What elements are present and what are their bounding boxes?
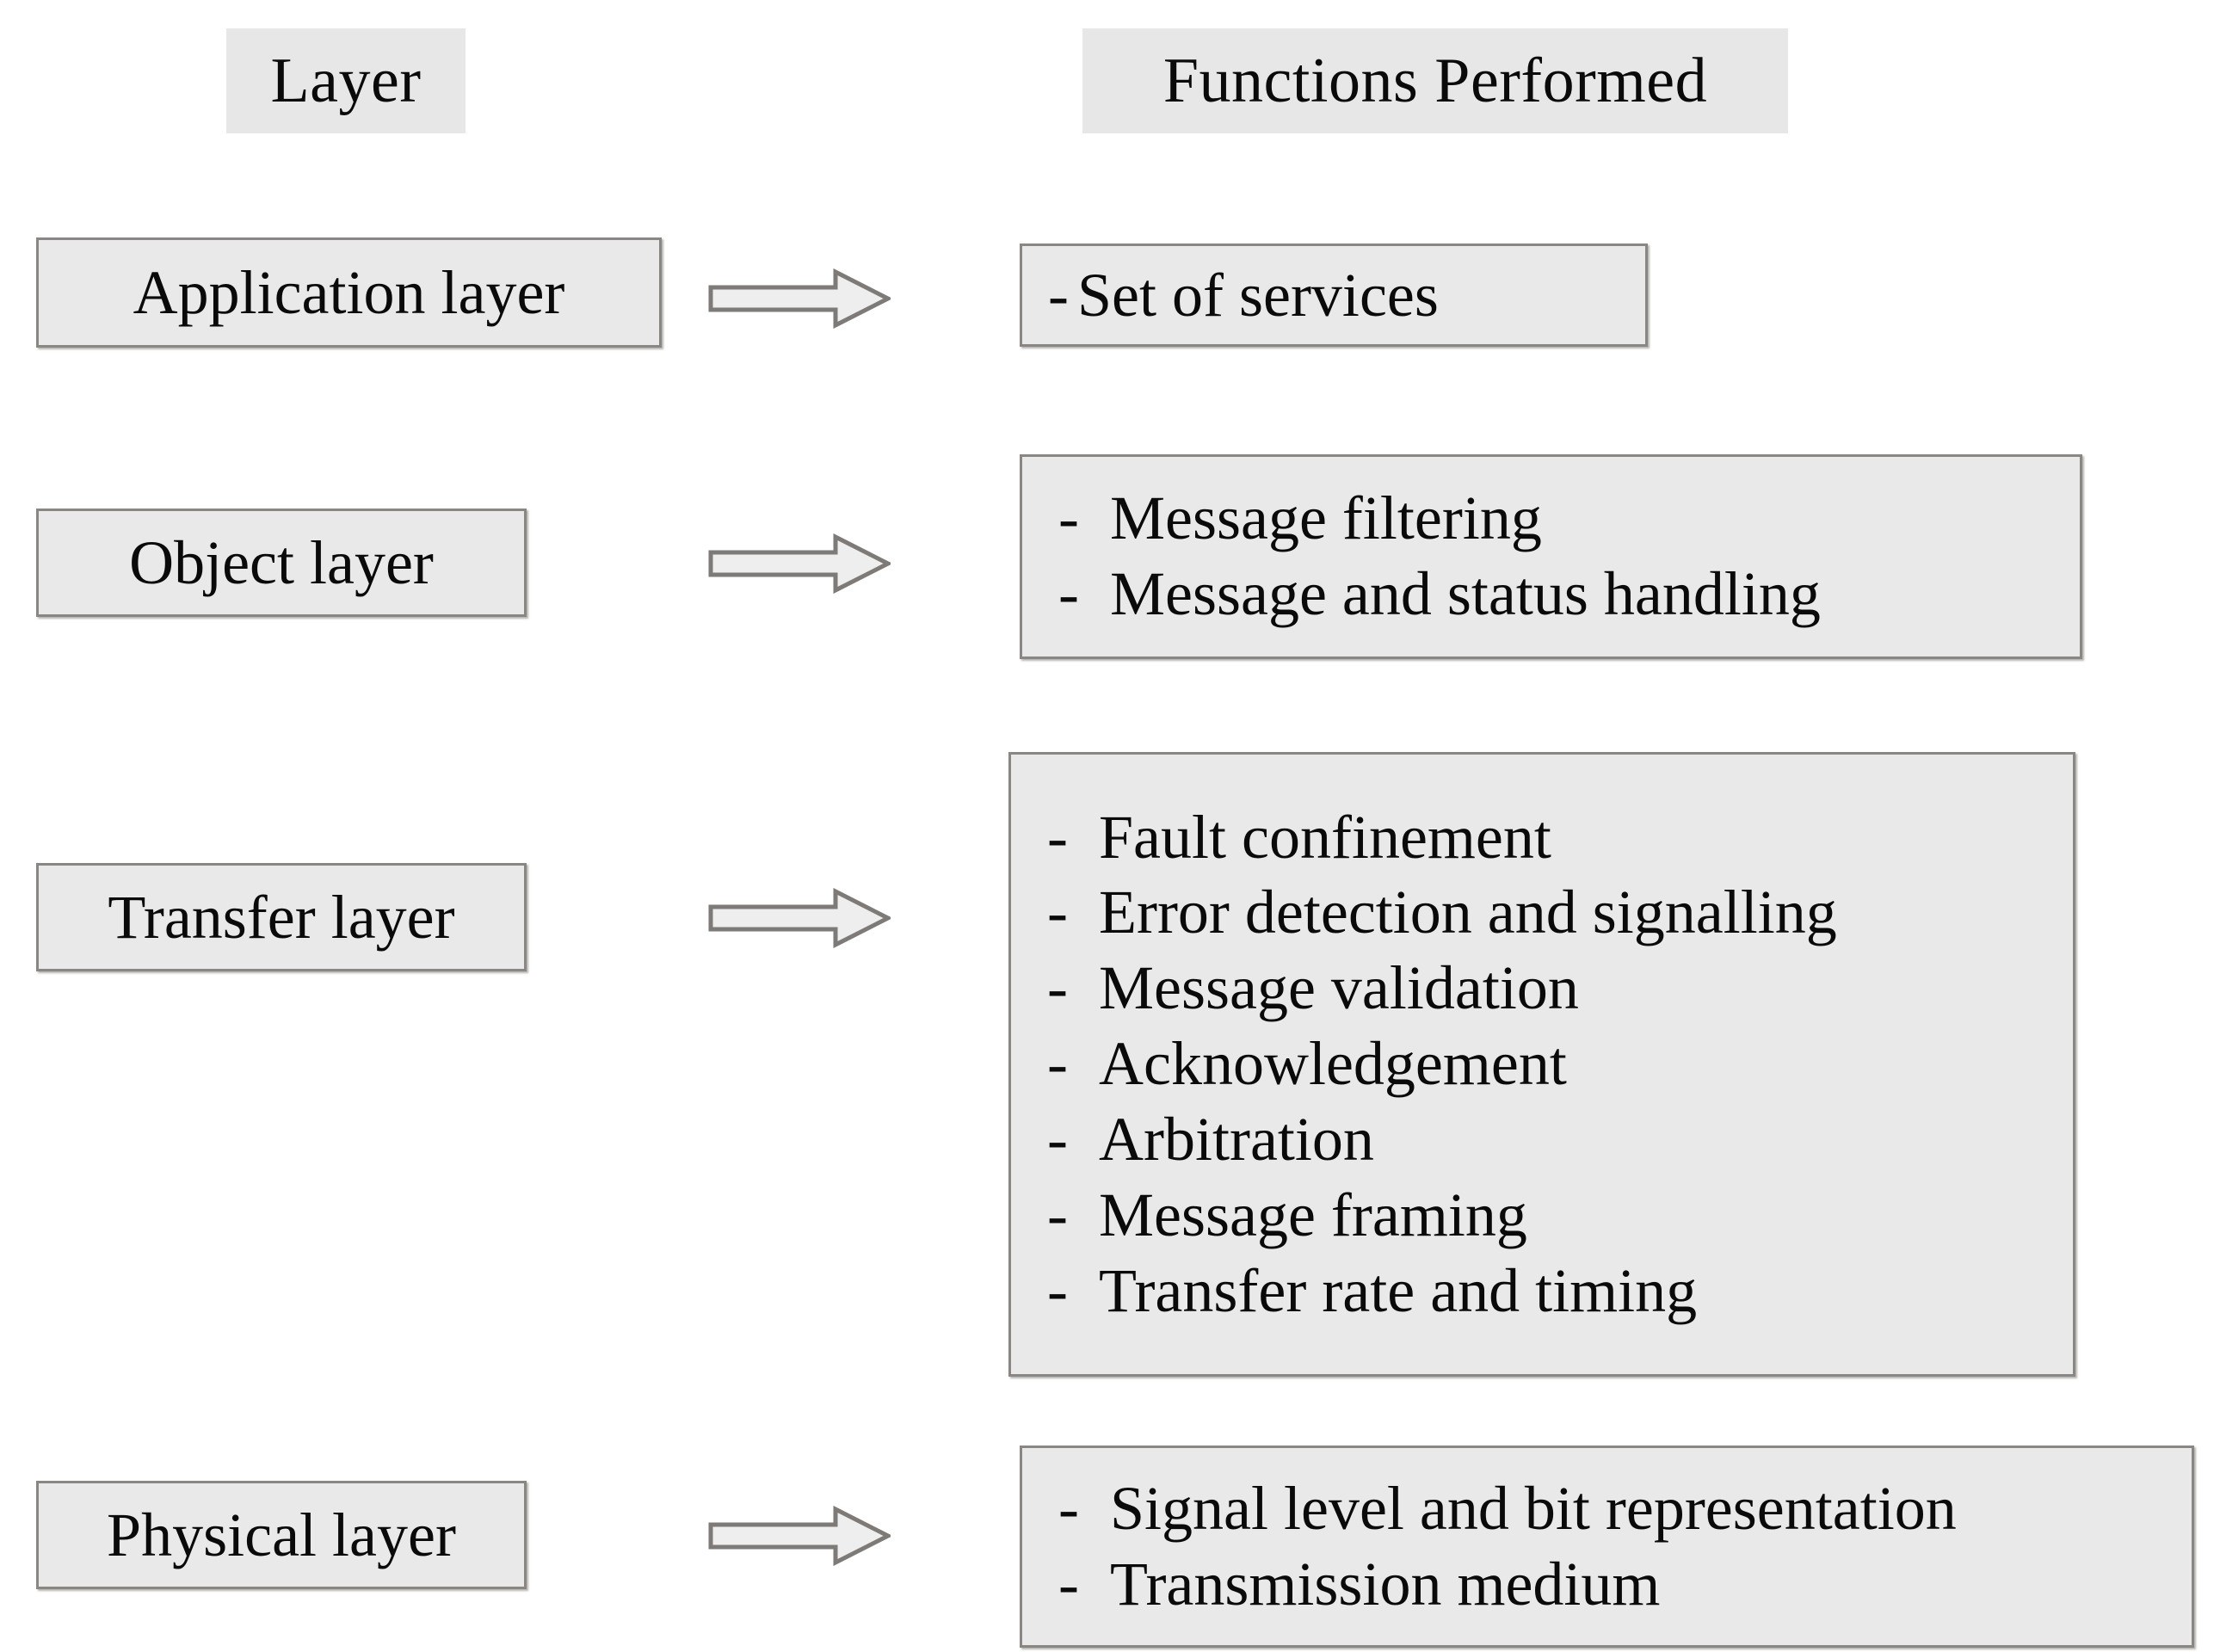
bullet-dash: - <box>1058 559 1079 628</box>
right-arrow-icon-transfer <box>708 888 891 948</box>
bullet-dash: - <box>1047 1255 1068 1325</box>
bullet-dash: - <box>1048 261 1069 330</box>
bullet-dash: - <box>1047 1104 1068 1174</box>
bullet-dash: - <box>1058 484 1079 553</box>
function-item: - Set of services <box>1048 264 1645 326</box>
function-item: - Signal level and bit representation <box>1043 1471 2192 1547</box>
function-text: Signal level and bit representation <box>1110 1473 1957 1543</box>
function-text: Acknowledgement <box>1099 1029 1567 1099</box>
function-item: - Message and status handling <box>1043 557 2080 632</box>
function-item: - Transmission medium <box>1043 1547 2192 1623</box>
bullet-dash: - <box>1047 1029 1068 1099</box>
column-header-functions-performed: Functions Performed <box>1082 28 1788 133</box>
layer-label-object: Object layer <box>129 528 434 597</box>
function-item: - Arbitration <box>1032 1102 2073 1178</box>
function-text: Message validation <box>1099 953 1579 1023</box>
layer-label-application: Application layer <box>133 258 565 327</box>
functions-box-object[interactable]: - Message filtering - Message and status… <box>1020 454 2082 659</box>
function-text: Message framing <box>1099 1180 1527 1249</box>
layer-box-transfer[interactable]: Transfer layer <box>36 863 527 971</box>
functions-list-object: - Message filtering - Message and status… <box>1043 481 2080 632</box>
functions-box-transfer[interactable]: - Fault confinement - Error detection an… <box>1008 752 2075 1377</box>
function-item: - Message framing <box>1032 1178 2073 1254</box>
function-text: Message filtering <box>1110 484 1542 553</box>
bullet-dash: - <box>1058 1549 1079 1618</box>
function-item: - Transfer rate and timing <box>1032 1254 2073 1329</box>
bullet-dash: - <box>1047 953 1068 1023</box>
layer-box-object[interactable]: Object layer <box>36 509 527 617</box>
bullet-dash: - <box>1047 802 1068 872</box>
functions-list-physical: - Signal level and bit representation - … <box>1043 1471 2192 1623</box>
function-text: Transfer rate and timing <box>1099 1255 1698 1325</box>
function-text: Error detection and signalling <box>1099 878 1837 947</box>
layer-label-physical: Physical layer <box>107 1501 456 1569</box>
function-text: Transmission medium <box>1110 1549 1661 1618</box>
layer-box-physical[interactable]: Physical layer <box>36 1481 527 1589</box>
bullet-dash: - <box>1058 1473 1079 1543</box>
functions-list-transfer: - Fault confinement - Error detection an… <box>1032 800 2073 1329</box>
function-item: - Message filtering <box>1043 481 2080 557</box>
function-item: - Message validation <box>1032 951 2073 1026</box>
right-arrow-icon-physical <box>708 1506 891 1566</box>
function-item: - Acknowledgement <box>1032 1026 2073 1102</box>
functions-box-application[interactable]: - Set of services <box>1020 243 1648 347</box>
function-text: Fault confinement <box>1099 802 1551 872</box>
functions-box-physical[interactable]: - Signal level and bit representation - … <box>1020 1446 2194 1648</box>
function-item: - Error detection and signalling <box>1032 875 2073 951</box>
function-text: Arbitration <box>1099 1104 1374 1174</box>
column-header-layer: Layer <box>226 28 466 133</box>
bullet-dash: - <box>1047 878 1068 947</box>
function-item: - Fault confinement <box>1032 800 2073 876</box>
right-arrow-icon-object <box>708 533 891 594</box>
right-arrow-icon-application <box>708 268 891 329</box>
functions-list-application: - Set of services <box>1048 264 1645 326</box>
bullet-dash: - <box>1047 1180 1068 1249</box>
function-text: Set of services <box>1077 261 1439 330</box>
layer-box-application[interactable]: Application layer <box>36 237 662 348</box>
layer-label-transfer: Transfer layer <box>108 883 455 952</box>
function-text: Message and status handling <box>1110 559 1821 628</box>
